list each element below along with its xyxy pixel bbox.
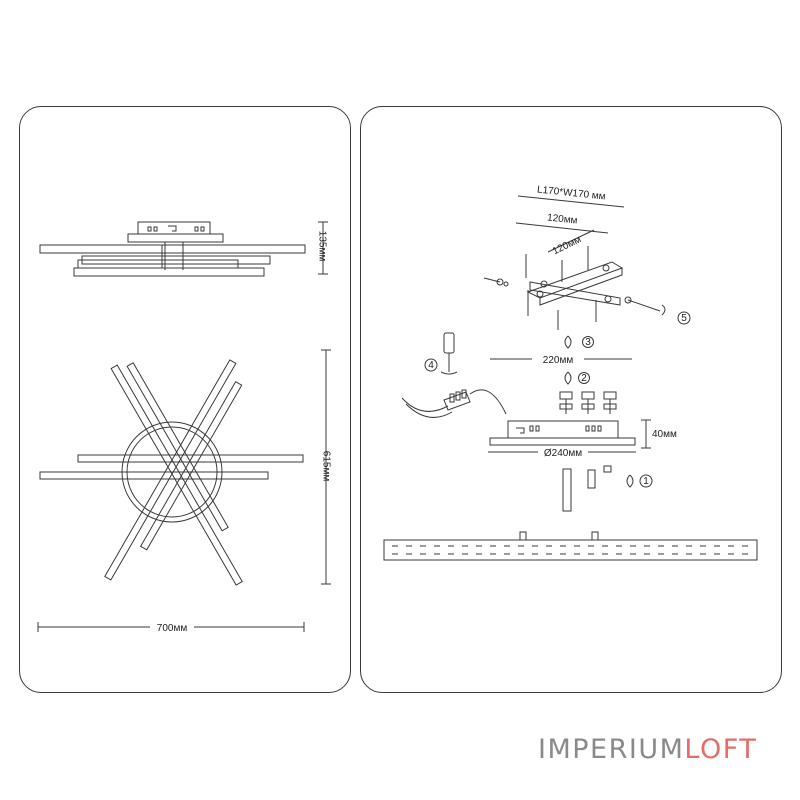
step-4-marker bbox=[424, 358, 438, 372]
top-bar-diagonal-3 bbox=[104, 359, 237, 581]
dim-line-120-b bbox=[547, 229, 595, 253]
side-view-panel bbox=[19, 106, 351, 693]
step-1-marker bbox=[639, 474, 653, 488]
label-mount-width: 220мм bbox=[543, 355, 574, 366]
brand-part1: IMPERIUM bbox=[538, 734, 685, 765]
side-canopy bbox=[137, 221, 211, 235]
assembly-view bbox=[383, 195, 758, 561]
label-bracket-size: L170*W170 мм bbox=[536, 184, 606, 202]
wire-2 bbox=[469, 389, 507, 415]
top-view bbox=[37, 349, 331, 632]
step-3-marker bbox=[582, 336, 594, 348]
step-5-marker bbox=[677, 311, 691, 325]
step-2-label: 2 bbox=[581, 373, 587, 384]
mount-bracket-2 bbox=[529, 281, 621, 306]
step-1-label: 1 bbox=[643, 476, 649, 487]
side-bar-4 bbox=[73, 267, 265, 277]
screwdriver-icon bbox=[443, 332, 455, 354]
step-5-label: 5 bbox=[681, 313, 687, 324]
dim-line-120-a bbox=[515, 222, 609, 234]
step-2-marker bbox=[578, 372, 590, 384]
wire-1 bbox=[401, 397, 449, 412]
label-height-side: 135мм bbox=[316, 231, 327, 262]
assembly-panel bbox=[360, 106, 782, 693]
top-bar-horizontal-1 bbox=[39, 471, 269, 480]
label-canopy-depth: 40мм bbox=[652, 429, 677, 440]
step-4-label: 4 bbox=[428, 360, 434, 371]
label-bracket-len-1: 120мм bbox=[547, 212, 579, 226]
dim-line-l170 bbox=[517, 195, 625, 208]
label-canopy-diameter: Ø240мм bbox=[544, 448, 582, 459]
side-view bbox=[39, 221, 328, 277]
side-canopy-base bbox=[127, 233, 224, 243]
side-bar-1 bbox=[39, 244, 306, 254]
brand-part2: LOFT bbox=[684, 734, 758, 765]
label-width-top: 700мм bbox=[157, 623, 188, 634]
brand-logo: IMPERIUMLOFT bbox=[538, 734, 757, 766]
light-bar-rail bbox=[383, 539, 758, 561]
top-bar-diagonal-1 bbox=[110, 364, 243, 586]
label-bracket-len-2: 120мм bbox=[551, 234, 583, 257]
canopy-plate bbox=[489, 437, 636, 446]
label-height-top: 615мм bbox=[320, 451, 331, 482]
top-bar-diagonal-4 bbox=[139, 381, 243, 551]
step-3-label: 3 bbox=[585, 337, 591, 348]
connector-bar bbox=[562, 468, 572, 512]
